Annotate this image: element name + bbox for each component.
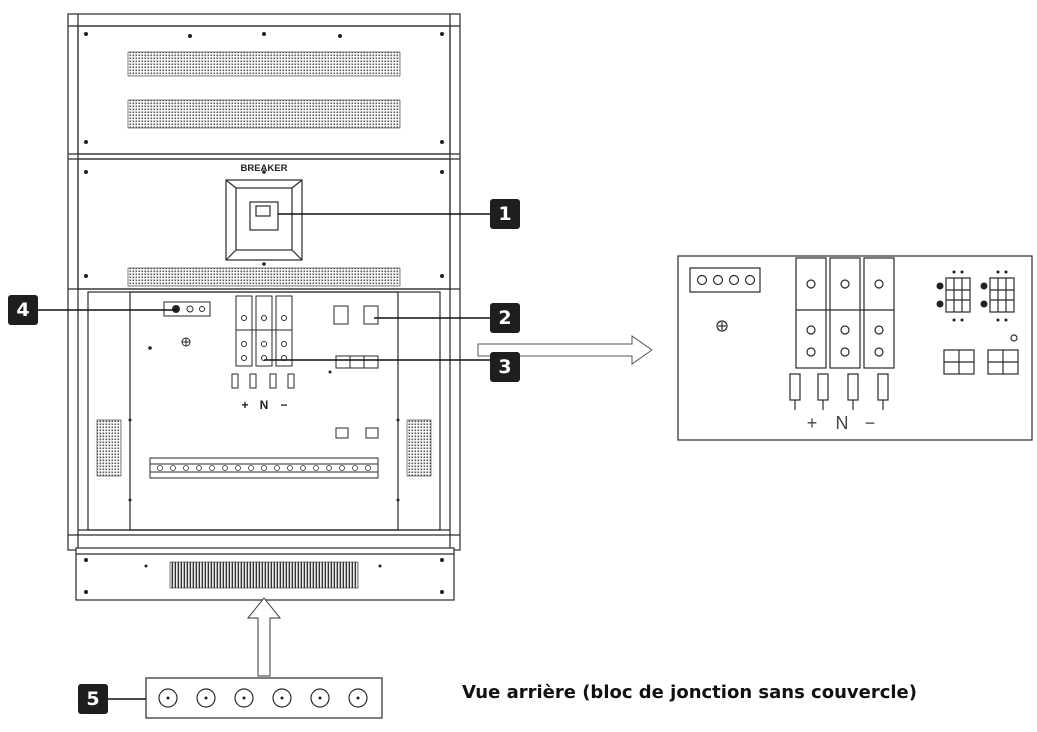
callout-leaders — [38, 213, 490, 700]
callout-5: 5 — [78, 684, 108, 714]
callout-2: 2 — [490, 303, 520, 333]
breaker-label: BREAKER — [241, 163, 288, 174]
detail-terminal-marks: + N − — [807, 413, 876, 433]
up-arrow — [246, 597, 282, 677]
svg-text:−: − — [280, 398, 287, 412]
svg-text:−: − — [865, 413, 876, 433]
din-rail-holes — [157, 465, 371, 471]
cable-entry-panel — [145, 677, 383, 719]
side-grilles — [96, 419, 432, 477]
cabinet-terminal-marks: + N − — [241, 398, 287, 412]
svg-text:N: N — [836, 413, 849, 433]
svg-text:N: N — [260, 398, 269, 412]
callout-4: 4 — [8, 295, 38, 325]
figure-caption: Vue arrière (bloc de jonction sans couve… — [462, 682, 917, 703]
svg-text:+: + — [241, 398, 248, 412]
callout-3: 3 — [490, 352, 520, 382]
detail-view — [677, 255, 1033, 441]
cable-entry-centers — [166, 696, 360, 700]
bottom-vent-grille — [169, 561, 359, 589]
cabinet-screws — [84, 32, 444, 594]
cabinet-terminal-block — [163, 295, 379, 439]
svg-text:+: + — [807, 413, 818, 433]
callout-1: 1 — [490, 199, 520, 229]
breaker — [225, 179, 303, 261]
detail-dots — [936, 270, 1008, 322]
upper-vent-grilles — [127, 51, 401, 287]
